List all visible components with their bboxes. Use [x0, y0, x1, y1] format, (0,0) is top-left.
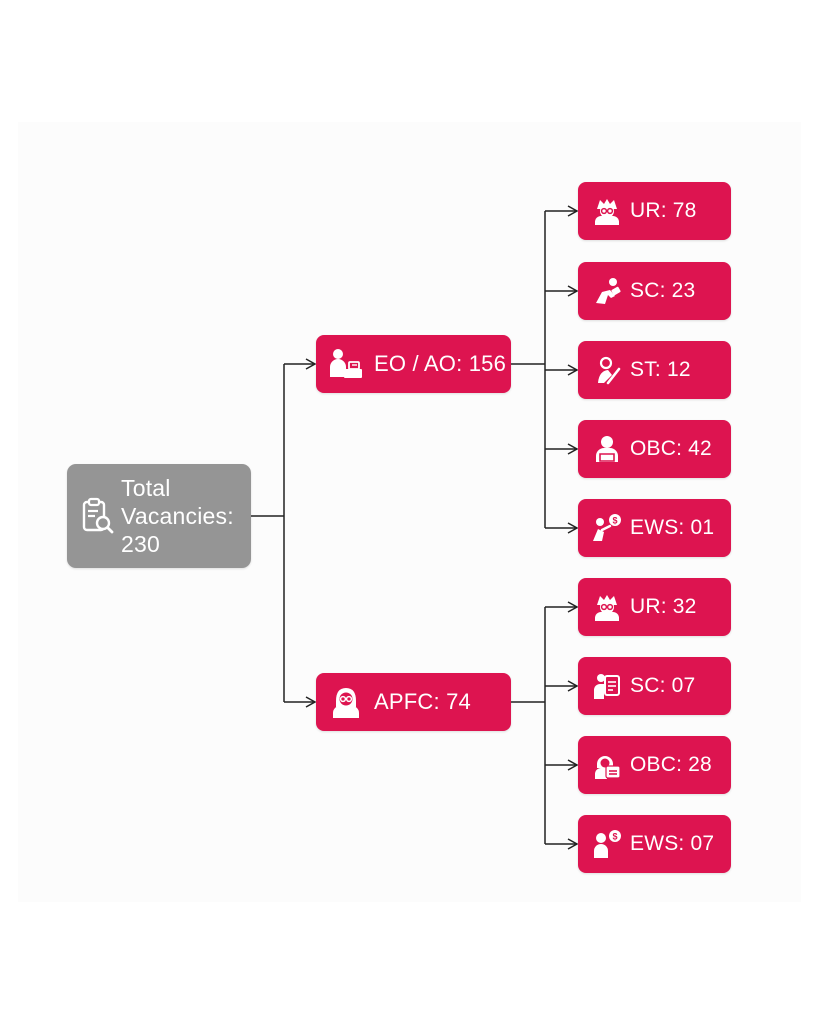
branch-node-apfc: APFC: 74 — [316, 673, 511, 731]
root-label: Total Vacancies: 230 — [121, 475, 234, 557]
leaf-node-eo-ao-sc: SC: 23 — [578, 262, 731, 320]
person-dollar-icon: $ — [590, 513, 624, 543]
person-writing-icon — [590, 355, 624, 385]
person-id-card-icon — [590, 750, 624, 780]
leaf-node-eo-ao-st: ST: 12 — [578, 341, 731, 399]
leaf-node-apfc-ur: UR: 32 — [578, 578, 731, 636]
leaf-node-apfc-sc: SC: 07 — [578, 657, 731, 715]
leaf-label: UR: 32 — [630, 595, 697, 618]
woman-glasses-icon — [326, 685, 366, 719]
leaf-node-eo-ao-ur: UR: 78 — [578, 182, 731, 240]
leaf-label: SC: 23 — [630, 279, 696, 302]
person-clipboard-icon — [590, 671, 624, 701]
leaf-label: EWS: 07 — [630, 832, 715, 855]
svg-text:$: $ — [612, 832, 617, 842]
branch-node-eo-ao: EO / AO: 156 — [316, 335, 511, 393]
clipboard-search-icon — [79, 496, 117, 536]
person-dollar-icon: $ — [590, 829, 624, 859]
root-node-total-vacancies: Total Vacancies: 230 — [67, 464, 251, 568]
leaf-node-apfc-ews: $ EWS: 07 — [578, 815, 731, 873]
leaf-label: OBC: 28 — [630, 753, 712, 776]
leaf-label: ST: 12 — [630, 358, 691, 381]
person-desk-icon — [326, 347, 366, 381]
svg-text:$: $ — [612, 516, 617, 526]
leaf-label: SC: 07 — [630, 674, 696, 697]
leaf-node-apfc-obc: OBC: 28 — [578, 736, 731, 794]
leaf-label: OBC: 42 — [630, 437, 712, 460]
leaf-label: UR: 78 — [630, 199, 697, 222]
branch-label: APFC: 74 — [374, 689, 471, 714]
person-glasses-icon — [590, 592, 624, 622]
leaf-node-eo-ao-obc: OBC: 42 — [578, 420, 731, 478]
leaf-node-eo-ao-ews: $ EWS: 01 — [578, 499, 731, 557]
person-glasses-icon — [590, 196, 624, 226]
branch-label: EO / AO: 156 — [374, 351, 507, 376]
leaf-label: EWS: 01 — [630, 516, 715, 539]
person-lifting-icon — [590, 276, 624, 306]
person-reading-icon — [590, 434, 624, 464]
